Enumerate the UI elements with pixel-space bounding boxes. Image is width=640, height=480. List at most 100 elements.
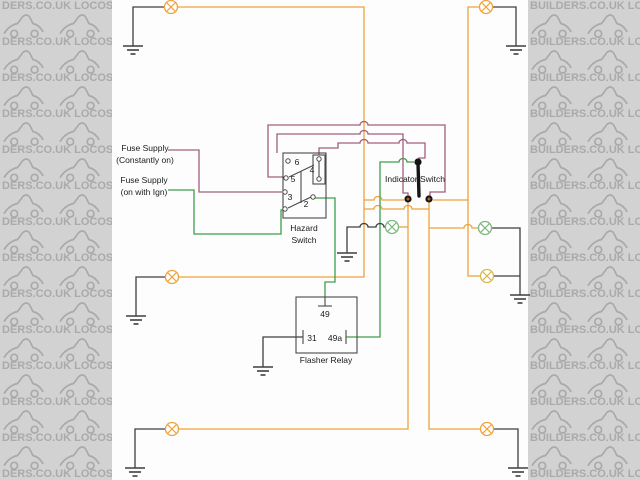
car-wheel-stroke bbox=[65, 245, 75, 254]
car-body-stroke bbox=[531, 50, 572, 71]
flasher-terminal-31-label: 31 bbox=[307, 333, 317, 343]
car-body-stroke bbox=[3, 194, 44, 215]
watermark-text: BUILDERS.CO.UK LOCOST bbox=[530, 72, 640, 84]
locost-car-sketch-icon bbox=[587, 266, 628, 290]
locost-car-sketch-icon bbox=[3, 338, 44, 362]
car-wheel-stroke bbox=[9, 461, 19, 470]
car-wheel-stroke bbox=[614, 353, 623, 362]
hazard-switch-label-line: Hazard bbox=[290, 223, 318, 233]
watermark-text: BUILDERS.CO.UK LOCOST bbox=[530, 144, 640, 156]
car-wheel-stroke bbox=[537, 101, 547, 110]
car-body-stroke bbox=[3, 374, 44, 395]
car-body-stroke bbox=[59, 302, 100, 323]
car-wheel-stroke bbox=[65, 137, 75, 146]
indicator-right-terminal bbox=[425, 195, 433, 203]
car-wheel-stroke bbox=[9, 425, 19, 434]
car-wheel-stroke bbox=[30, 29, 39, 38]
car-wheel-stroke bbox=[30, 389, 39, 398]
car-wheel-stroke bbox=[537, 29, 547, 38]
car-body-stroke bbox=[531, 266, 572, 287]
car-body-stroke bbox=[531, 158, 572, 179]
car-wheel-stroke bbox=[614, 389, 623, 398]
locost-car-sketch-icon bbox=[531, 410, 572, 434]
indicator-switch-label-line: Indicator Switch bbox=[385, 174, 445, 184]
car-body-stroke bbox=[59, 158, 100, 179]
car-wheel-stroke bbox=[9, 245, 19, 254]
watermark-text: DERS.CO.UK LOCOSTBUILD bbox=[2, 360, 154, 372]
car-wheel-stroke bbox=[537, 389, 547, 398]
lamp-front-right bbox=[478, 0, 494, 15]
car-body-stroke bbox=[3, 302, 44, 323]
locost-car-sketch-icon bbox=[531, 50, 572, 74]
wire-ground-right-repeaters bbox=[492, 227, 521, 295]
car-wheel-stroke bbox=[86, 317, 95, 326]
car-wheel-stroke bbox=[86, 101, 95, 110]
car-body-stroke bbox=[531, 410, 572, 431]
fuse-supply-constant-label-line: Fuse Supply bbox=[121, 143, 169, 153]
wire-ground-flasher bbox=[262, 336, 303, 367]
ground-front-right bbox=[506, 45, 526, 55]
locost-car-sketch-icon bbox=[59, 158, 100, 182]
watermark-column-left bbox=[0, 0, 112, 480]
car-body-stroke bbox=[3, 338, 44, 359]
hazard-contact-lower-line bbox=[287, 196, 312, 209]
fuse-supply-ign-label-line: Fuse Supply bbox=[120, 175, 168, 185]
lamp-x-stroke bbox=[481, 423, 493, 435]
car-wheel-stroke bbox=[593, 209, 603, 218]
lamp-mid-left bbox=[164, 269, 180, 285]
locost-car-sketch-icon bbox=[59, 338, 100, 362]
wire-ground-rear-right bbox=[494, 428, 519, 468]
locost-car-sketch-icon bbox=[531, 122, 572, 146]
car-wheel-stroke bbox=[614, 317, 623, 326]
terminal-inner bbox=[427, 197, 431, 201]
car-wheel-stroke bbox=[30, 65, 39, 74]
wire-right-circuit-feed bbox=[467, 6, 480, 277]
car-wheel-stroke bbox=[537, 245, 547, 254]
car-wheel-stroke bbox=[537, 281, 547, 290]
locost-car-sketch-icon bbox=[531, 266, 572, 290]
car-wheel-stroke bbox=[30, 101, 39, 110]
car-wheel-stroke bbox=[86, 65, 95, 74]
car-body-stroke bbox=[531, 194, 572, 215]
car-body-stroke bbox=[59, 230, 100, 251]
watermark-text: BUILDERS.CO.UK LOCOST bbox=[530, 396, 640, 408]
car-body-stroke bbox=[587, 230, 628, 251]
wire-hazard-pin5-to-right-terminal bbox=[267, 120, 446, 196]
flasher-terminal-49-label: 49 bbox=[320, 309, 330, 319]
locost-car-sketch-icon bbox=[3, 266, 44, 290]
locost-car-sketch-icon bbox=[531, 230, 572, 254]
hazard-pin-6 bbox=[285, 158, 291, 164]
locost-car-sketch-icon bbox=[59, 194, 100, 218]
car-wheel-stroke bbox=[65, 209, 75, 218]
lamp-x-stroke bbox=[165, 1, 177, 13]
car-wheel-stroke bbox=[593, 101, 603, 110]
hazard-switch-pin4-box bbox=[312, 154, 326, 185]
car-wheel-stroke bbox=[614, 461, 623, 470]
locost-car-sketch-icon bbox=[587, 194, 628, 218]
car-body-stroke bbox=[587, 50, 628, 71]
locost-car-sketch-icon bbox=[59, 14, 100, 38]
locost-car-sketch-icon bbox=[59, 374, 100, 398]
car-wheel-stroke bbox=[9, 101, 19, 110]
locost-car-sketch-icon bbox=[587, 446, 628, 470]
watermark-text: BUILDERS.CO.UK LOCOST bbox=[530, 324, 640, 336]
car-wheel-stroke bbox=[86, 137, 95, 146]
wire-flasher-to-indicator-common bbox=[346, 157, 414, 338]
locost-car-sketch-icon bbox=[587, 230, 628, 254]
flasher-terminal-49a-label: 49a bbox=[328, 333, 342, 343]
lamp-front-left bbox=[163, 0, 179, 15]
locost-car-sketch-icon bbox=[531, 446, 572, 470]
car-wheel-stroke bbox=[9, 317, 19, 326]
watermark-text: DERS.CO.UK LOCOSTBUILD bbox=[2, 144, 154, 156]
ground-rear-right bbox=[508, 467, 528, 477]
locost-car-sketch-icon bbox=[531, 86, 572, 110]
locost-car-sketch-icon bbox=[531, 194, 572, 218]
flasher-terminal-49a-label-line: 49a bbox=[328, 333, 342, 343]
car-wheel-stroke bbox=[30, 425, 39, 434]
car-body-stroke bbox=[587, 338, 628, 359]
hazard-pin-6-label-line: 6 bbox=[295, 157, 300, 167]
watermark-text: DERS.CO.UK LOCOSTBUILD bbox=[2, 252, 154, 264]
car-wheel-stroke bbox=[86, 173, 95, 182]
hazard-pin-4-label-line: 4 bbox=[310, 165, 315, 175]
